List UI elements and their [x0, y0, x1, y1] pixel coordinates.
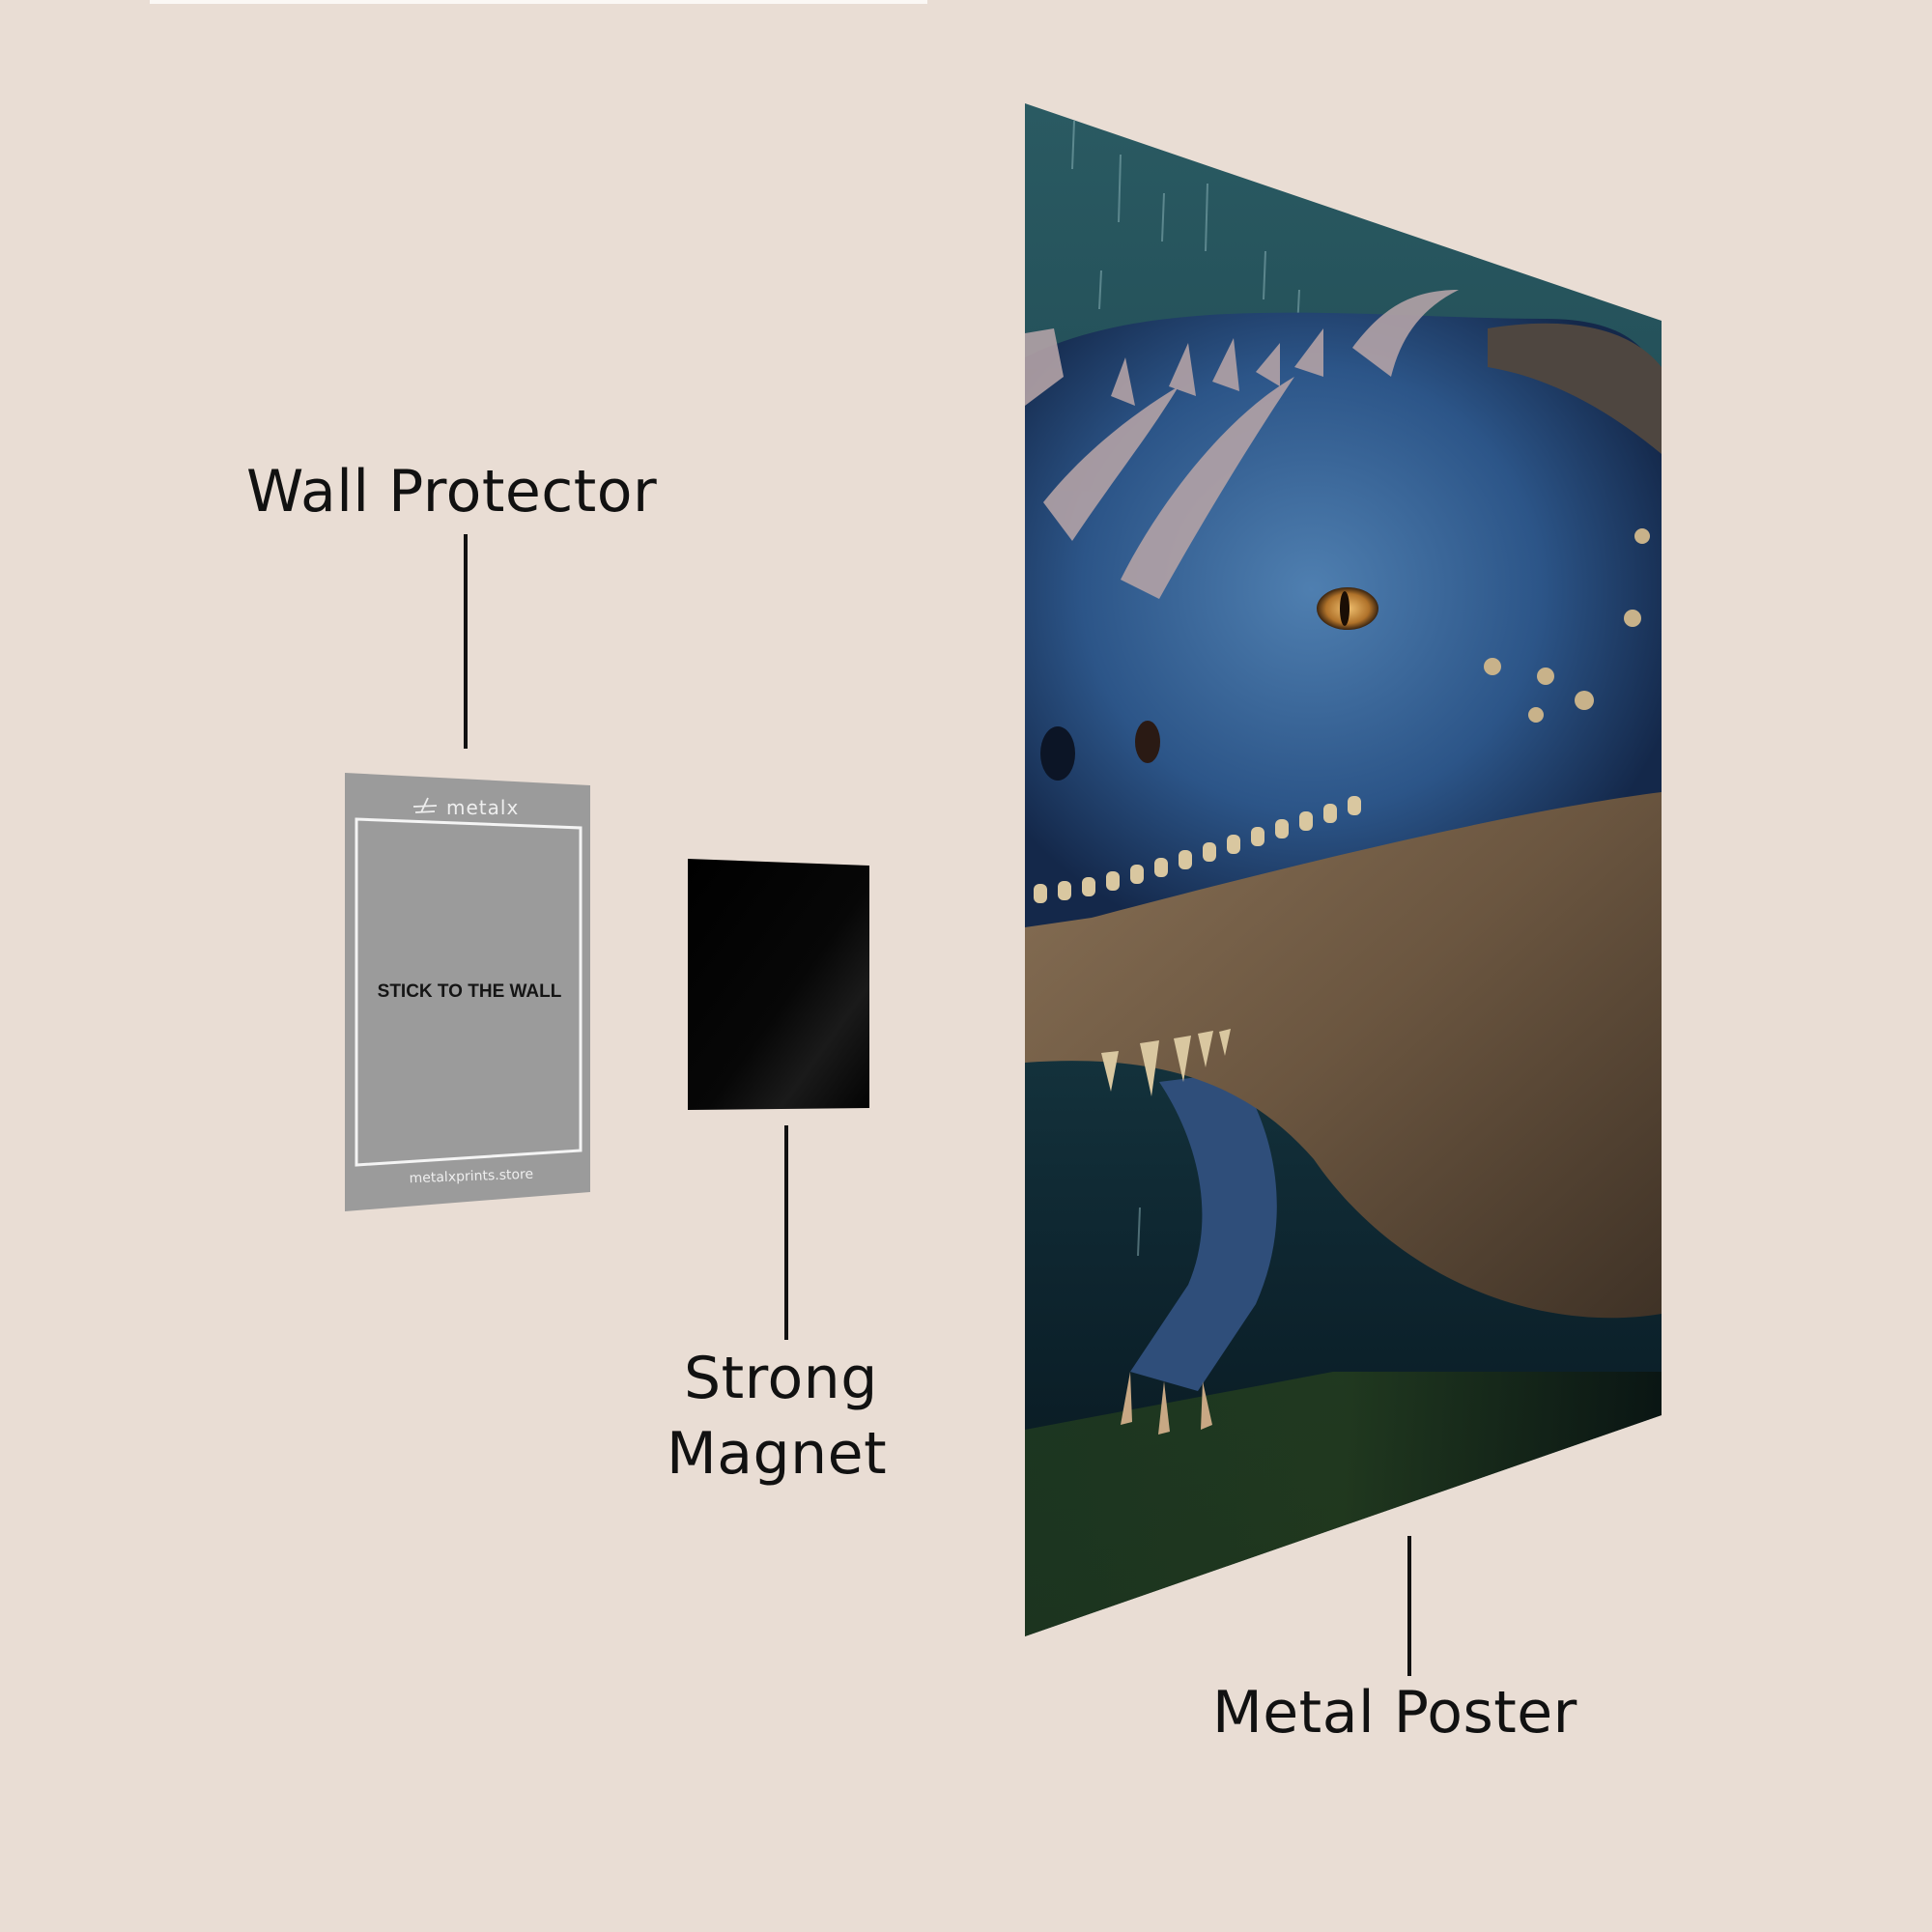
strong-magnet-label-line2: Magnet	[667, 1420, 888, 1488]
top-edge-strip	[150, 0, 927, 4]
strong-magnet	[688, 859, 869, 1110]
metalx-logo-icon	[412, 797, 438, 813]
metal-poster-label: Metal Poster	[1212, 1679, 1577, 1747]
wall-protector-card: metalx STICK TO THE WALL metalxprints.st…	[345, 773, 590, 1211]
wall-protector-label: Wall Protector	[246, 458, 658, 526]
metal-poster-leader-line	[1407, 1536, 1411, 1676]
protector-brand-text: metalx	[446, 796, 519, 819]
protector-website-text: metalxprints.store	[409, 1167, 533, 1186]
wall-protector-leader-line	[464, 534, 468, 749]
magnet-leader-line	[784, 1125, 788, 1340]
protector-instruction-text: STICK TO THE WALL	[378, 981, 562, 1002]
strong-magnet-label-line1: Strong	[684, 1345, 878, 1412]
metal-poster-artwork	[1025, 103, 1662, 1636]
